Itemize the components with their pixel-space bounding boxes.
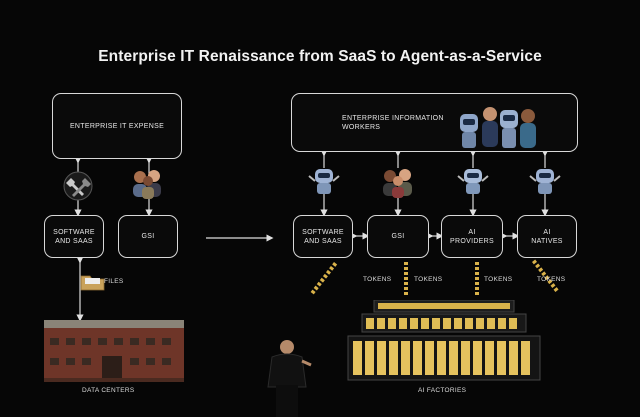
tokens-label-2: TOKENS [414, 276, 443, 283]
right-gsi-box: GSI [367, 215, 429, 258]
left-gsi-box: GSI [118, 215, 178, 258]
workers-robots-illustration [460, 107, 536, 148]
ai-natives-box: AI NATIVES [517, 215, 577, 258]
robot-icon [457, 169, 489, 194]
tokens-label-3: TOKENS [484, 276, 513, 283]
enterprise-it-expense-box: ENTERPRISE IT EXPENSE [52, 93, 182, 159]
tools-icon [63, 171, 93, 201]
slide-title: Enterprise IT Renaissance from SaaS to A… [98, 48, 542, 65]
robot-icon [529, 169, 561, 194]
ai-factories-label: AI FACTORIES [418, 387, 467, 394]
server-rack-icon [347, 300, 541, 381]
ai-providers-box: AI PROVIDERS [441, 215, 503, 258]
tokens-label-1: TOKENS [363, 276, 392, 283]
building-icon [44, 320, 184, 382]
left-software-saas-box: SOFTWARE AND SAAS [44, 215, 104, 258]
people-icon [383, 169, 412, 198]
data-centers-label: DATA CENTERS [82, 387, 135, 394]
tokens-label-4: TOKENS [537, 276, 566, 283]
files-label: FILES [104, 278, 124, 285]
right-software-saas-box: SOFTWARE AND SAAS [293, 215, 353, 258]
folder-icon [80, 275, 105, 291]
robot-icon [308, 169, 340, 194]
speaker-figure [267, 340, 312, 417]
people-icon [133, 170, 161, 199]
